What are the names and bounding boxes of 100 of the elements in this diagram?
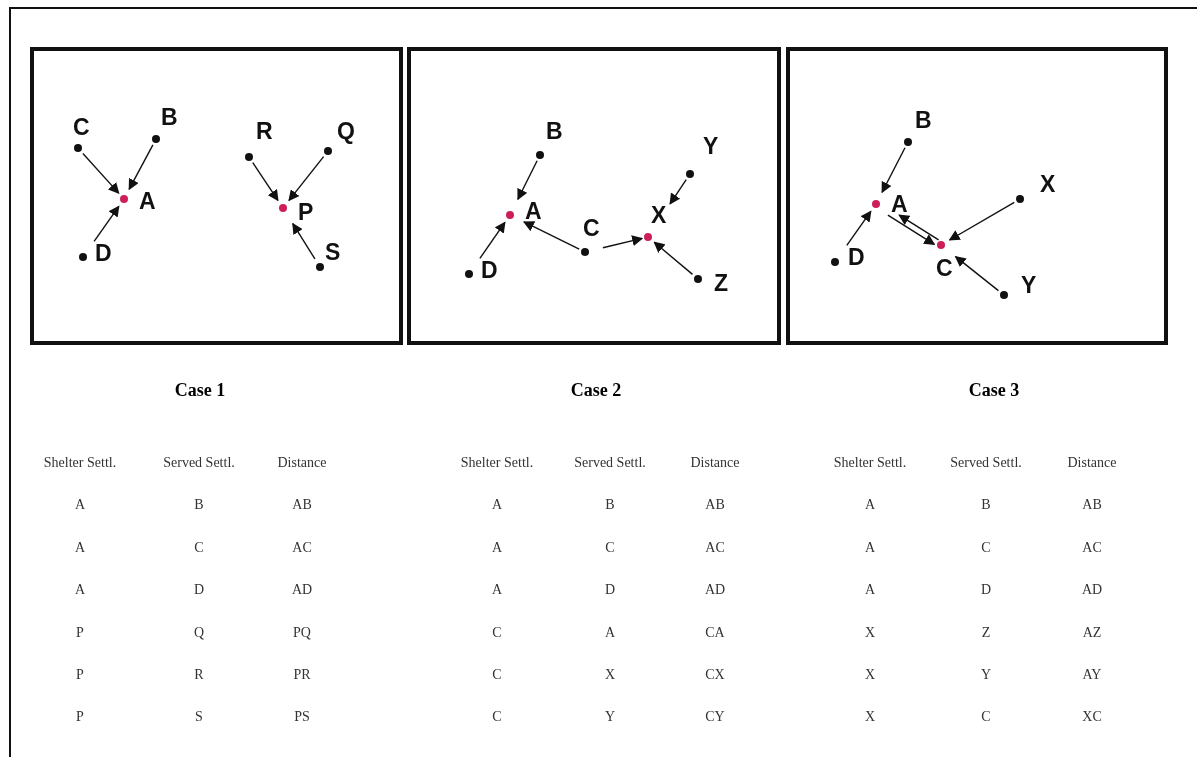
table-cell: C [492,667,502,683]
table-cell: X [864,624,876,641]
table-cell: AC [292,539,312,556]
arrow [881,147,906,194]
arrow [128,144,154,191]
table-cell: P [76,624,84,641]
table-cell: C [492,624,502,641]
settlement-label: B [161,107,178,127]
arrow [602,235,644,249]
settlement-label: R [256,121,273,141]
table-cell: C [492,709,502,726]
case-panel [786,47,1168,345]
table-cell: X [864,709,876,726]
table-header: Served Settl. [950,455,1022,471]
table-cell: D [193,582,205,599]
case-title: Case 1 [174,380,226,401]
arrow [517,160,538,201]
table-cell: A [604,624,616,641]
table-cell: C [605,539,615,556]
table-cell: X [604,667,616,683]
settlement-label: Y [1021,275,1037,295]
arrow [669,179,687,205]
table-cell: C [981,709,991,726]
arrow [292,222,316,260]
table-cell: Y [980,667,992,683]
table-cell: AB [705,497,725,514]
table-cell: Z [981,624,991,641]
table-cell: CA [705,624,725,641]
table-cell: PQ [293,624,311,641]
settlement-label: A [139,191,156,211]
settlement-label: P [298,202,314,222]
table-cell: AD [291,582,313,599]
arrow [846,210,872,247]
table-cell: PS [294,709,310,726]
arrow [954,255,1000,292]
arrow [93,205,120,243]
table-cell: A [74,582,86,599]
table-cell: PR [293,667,311,683]
table-cell: Y [604,709,616,726]
case-panel [407,47,781,345]
case-title: Case 3 [968,380,1020,401]
arrow [653,241,694,276]
table-cell: P [76,667,84,683]
arrow [887,214,936,245]
table-cell: AZ [1082,624,1102,641]
table-cell: A [864,582,876,599]
table-cell: AC [705,539,725,556]
table-cell: C [981,539,991,556]
settlement-label: D [848,247,865,267]
table-header: Shelter Settl. [43,455,117,471]
settlement-label: Y [703,136,719,156]
settlement-label: S [325,242,341,262]
arrow [898,214,940,241]
settlement-label: D [481,260,498,280]
table-header: Served Settl. [163,455,235,471]
settlement-label: X [1040,174,1056,194]
case-title: Case 2 [570,380,622,401]
table-cell: D [980,582,992,599]
arrow [479,221,506,260]
table-cell: D [604,582,616,599]
table-cell: B [194,497,204,514]
settlement-label: B [546,121,563,141]
table-cell: A [491,582,503,599]
table-cell: A [491,539,503,556]
table-cell: AB [1082,497,1102,514]
table-header: Distance [1067,455,1117,471]
settlement-label: B [915,110,932,130]
settlement-label: C [936,258,953,278]
table-cell: A [864,497,876,514]
case-panel [30,47,403,345]
table-cell: P [76,709,84,726]
table-header: Shelter Settl. [460,455,534,471]
settlement-label: Z [714,273,729,293]
table-cell: A [491,497,503,514]
table-cell: AY [1082,667,1102,683]
table-cell: CY [705,709,725,726]
table-cell: XC [1082,709,1102,726]
table-cell: R [194,667,204,683]
settlement-label: D [95,243,112,263]
arrow [523,221,580,250]
table-cell: A [864,539,876,556]
table-cell: CX [705,667,725,683]
arrow [948,201,1015,241]
settlement-label: A [525,201,542,221]
table-header: Distance [690,455,740,471]
table-cell: C [194,539,204,556]
arrow [288,155,325,202]
table-cell: AD [704,582,726,599]
table-cell: B [981,497,991,514]
table-cell: S [195,709,203,726]
table-header: Distance [277,455,327,471]
settlement-label: C [73,117,90,137]
table-cell: X [864,667,876,683]
table-cell: A [74,539,86,556]
table-cell: B [605,497,615,514]
table-cell: A [74,497,86,514]
settlement-label: X [651,205,667,225]
table-cell: AC [1082,539,1102,556]
table-cell: AB [292,497,312,514]
table-header: Served Settl. [574,455,646,471]
